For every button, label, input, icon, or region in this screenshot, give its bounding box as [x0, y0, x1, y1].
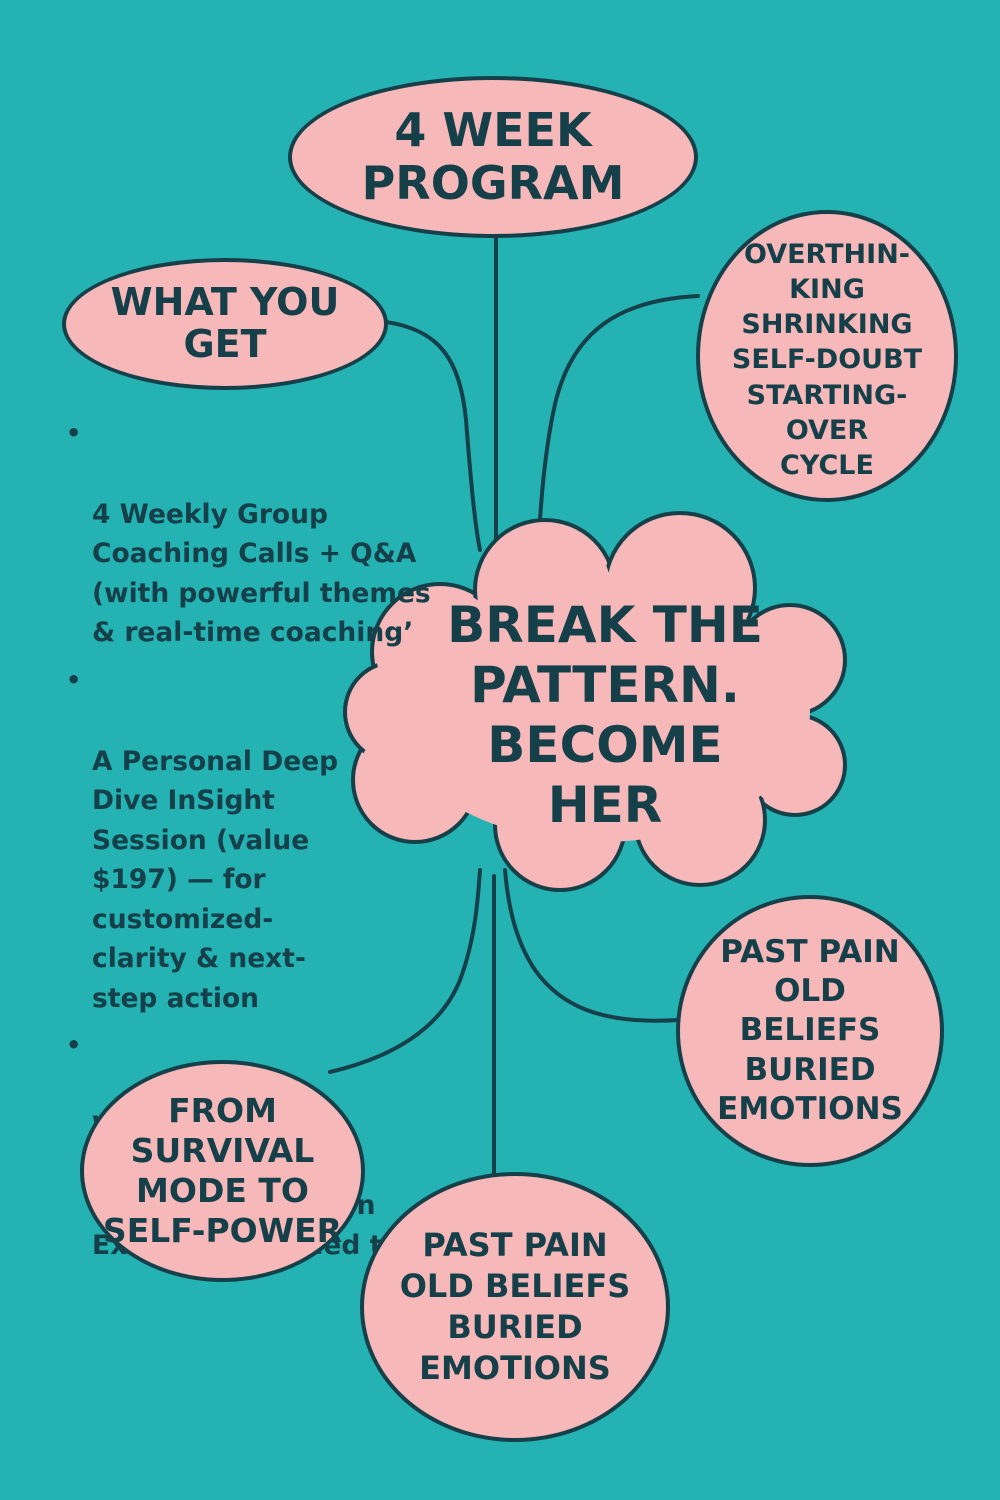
past-pain-right-label: PAST PAIN OLD BELIEFS BURIED EMOTIONS — [717, 933, 903, 1128]
overthinking-label: OVERTHIN- KING SHRINKING SELF-DOUBT STAR… — [731, 239, 923, 481]
benefit-item: • 4 Weekly Group Coaching Calls + Q&A (w… — [62, 416, 442, 653]
past-pain-bottom-bubble: PAST PAIN OLD BELIEFS BURIED EMOTIONS — [360, 1172, 670, 1442]
bullet-icon: • — [66, 1031, 82, 1060]
benefit-text: A Personal Deep Dive InSight Session (va… — [92, 745, 339, 1014]
benefit-text: 4 Weekly Group Coaching Calls + Q&A (wit… — [92, 498, 431, 649]
benefit-item: • A Personal Deep Dive InSight Session (… — [62, 663, 442, 1018]
past-pain-right-bubble: PAST PAIN OLD BELIEFS BURIED EMOTIONS — [676, 895, 944, 1167]
bullet-icon: • — [66, 419, 82, 447]
center-cloud-label: BREAK THE PATTERN. BECOME HER — [447, 596, 763, 834]
past-pain-bottom-label: PAST PAIN OLD BELIEFS BURIED EMOTIONS — [399, 1226, 631, 1387]
connector-overthinking-center — [536, 294, 700, 558]
what-you-get-bubble: WHAT YOU GET — [62, 258, 388, 390]
center-cloud — [343, 511, 847, 892]
survival-bubble: FROM SURVIVAL MODE TO SELF-POWER — [80, 1060, 365, 1282]
connector-pastpainright-center — [503, 868, 680, 1023]
overthinking-bubble: OVERTHIN- KING SHRINKING SELF-DOUBT STAR… — [696, 210, 958, 502]
what-you-get-label: WHAT YOU GET — [110, 280, 340, 366]
bullet-icon: • — [66, 665, 82, 694]
connector-survival-center — [328, 868, 482, 1074]
connector-whatyouget-center — [384, 320, 482, 552]
survival-label: FROM SURVIVAL MODE TO SELF-POWER — [102, 1090, 343, 1251]
program-title: 4 WEEK PROGRAM — [361, 103, 625, 210]
program-title-bubble: 4 WEEK PROGRAM — [288, 76, 698, 238]
